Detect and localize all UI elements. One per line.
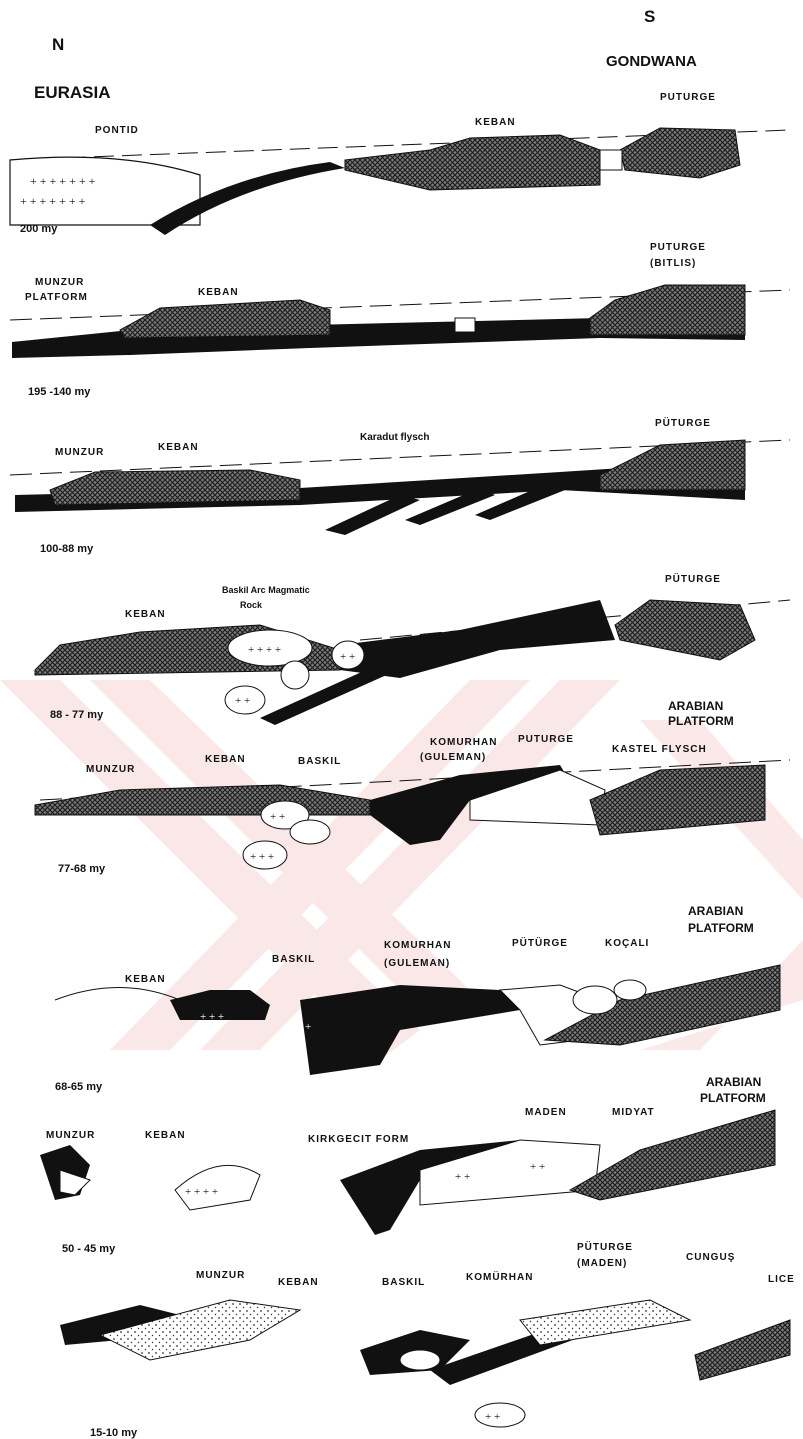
- label-komurhan: KOMURHAN: [384, 940, 451, 951]
- label-kocali: KOÇALI: [605, 938, 649, 949]
- label-munzur: MUNZUR: [46, 1130, 95, 1141]
- label-puturge: PUTURGE: [660, 92, 716, 103]
- label-keban: KEBAN: [278, 1277, 319, 1288]
- age-label: 77-68 my: [58, 863, 106, 875]
- label-keban: KEBAN: [125, 974, 166, 985]
- label-keban: KEBAN: [145, 1130, 186, 1141]
- label-cungus: CUNGUŞ: [686, 1252, 735, 1263]
- label-kirkgecit-form: KIRKGECIT FORM: [308, 1134, 409, 1145]
- label-baskil: BASKIL: [382, 1277, 425, 1288]
- eurasia-label: EURASIA: [34, 83, 111, 102]
- svg-text:+ + + + + + +: + + + + + + +: [30, 174, 96, 188]
- label-guleman: (GULEMAN): [384, 958, 450, 969]
- label-keban: KEBAN: [198, 287, 239, 298]
- svg-text:+ + + + + + +: + + + + + + +: [20, 194, 86, 208]
- label-maden: MADEN: [525, 1107, 567, 1118]
- label-guleman: (GULEMAN): [420, 752, 486, 763]
- label-puturge: PÜTURGE: [577, 1240, 633, 1253]
- svg-text:+ +: + +: [455, 1171, 470, 1183]
- label-keban: KEBAN: [475, 117, 516, 128]
- panel-195-140-my: MUNZUR PLATFORM KEBAN PUTURGE (BITLIS) 1…: [10, 242, 790, 398]
- svg-text:+ +: + +: [485, 1411, 500, 1423]
- svg-text:+ + + +: + + + +: [248, 644, 281, 656]
- label-puturge: PÜTÜRGE: [512, 936, 568, 949]
- label-arabian: ARABIAN: [688, 904, 743, 918]
- svg-text:+: +: [305, 1021, 311, 1033]
- label-platform: PLATFORM: [668, 714, 734, 728]
- label-komurhan: KOMURHAN: [430, 737, 497, 748]
- label-puturge: PÜTURGE: [655, 416, 711, 429]
- svg-text:+ + +: + + +: [200, 1011, 224, 1023]
- gondwana-label: GONDWANA: [606, 53, 697, 70]
- age-label: 50 - 45 my: [62, 1243, 116, 1255]
- label-arabian: ARABIAN: [706, 1075, 761, 1089]
- label-baskil-arc: Baskil Arc Magmatic: [222, 585, 310, 595]
- svg-text:+ +: + +: [530, 1161, 545, 1173]
- panel-100-88-my: MUNZUR KEBAN Karadut flysch PÜTURGE 100-…: [10, 416, 790, 555]
- age-label: 200 my: [20, 223, 58, 235]
- age-label: 195 -140 my: [28, 386, 91, 398]
- label-munzur: MUNZUR: [86, 764, 135, 775]
- label-platform: PLATFORM: [25, 292, 88, 303]
- svg-text:+ +: + +: [235, 695, 250, 707]
- label-puturge: PUTURGE: [518, 734, 574, 745]
- label-rock: Rock: [240, 600, 263, 610]
- label-maden: (MADEN): [577, 1258, 627, 1269]
- age-label: 88 - 77 my: [50, 709, 104, 721]
- label-midyat: MIDYAT: [612, 1107, 655, 1118]
- panel-50-45-my: + + + + + + + + MUNZUR KEBAN KIRKGECIT F…: [40, 1075, 775, 1255]
- svg-text:+ +: + +: [340, 651, 355, 663]
- label-munzur: MUNZUR: [196, 1270, 245, 1281]
- label-baskil: BASKIL: [272, 954, 315, 965]
- panel-15-10-my: + + MUNZUR KEBAN BASKIL KOMÜRHAN PÜTURGE…: [60, 1240, 795, 1439]
- age-label: 15-10 my: [90, 1427, 138, 1439]
- label-keban: KEBAN: [125, 609, 166, 620]
- svg-text:+ +: + +: [270, 811, 285, 823]
- label-komurhan: KOMÜRHAN: [466, 1270, 533, 1283]
- label-puturge: PÜTURGE: [665, 572, 721, 585]
- south-label: S: [644, 7, 655, 26]
- label-munzur: MUNZUR: [55, 447, 104, 458]
- label-lice: LICE: [768, 1274, 795, 1285]
- label-karadut-flysch: Karadut flysch: [360, 432, 429, 443]
- label-puturge: PUTURGE: [650, 242, 706, 253]
- north-label: N: [52, 35, 64, 54]
- svg-text:+ + +: + + +: [250, 851, 274, 863]
- label-bitlis: (BITLIS): [650, 258, 696, 269]
- label-munzur: MUNZUR: [35, 277, 84, 288]
- label-keban: KEBAN: [158, 442, 199, 453]
- label-keban: KEBAN: [205, 754, 246, 765]
- label-pontid: PONTID: [95, 125, 139, 136]
- label-arabian: ARABIAN: [668, 699, 723, 713]
- age-label: 100-88 my: [40, 543, 94, 555]
- panel-200-my: + + + + + + + + + + + + + + PONTID KEBAN…: [10, 92, 790, 235]
- age-label: 68-65 my: [55, 1081, 103, 1093]
- svg-text:+ + + +: + + + +: [185, 1186, 218, 1198]
- label-kastel-flysch: KASTEL FLYSCH: [612, 744, 707, 755]
- label-platform: PLATFORM: [688, 921, 754, 935]
- label-baskil: BASKIL: [298, 756, 341, 767]
- label-platform: PLATFORM: [700, 1091, 766, 1105]
